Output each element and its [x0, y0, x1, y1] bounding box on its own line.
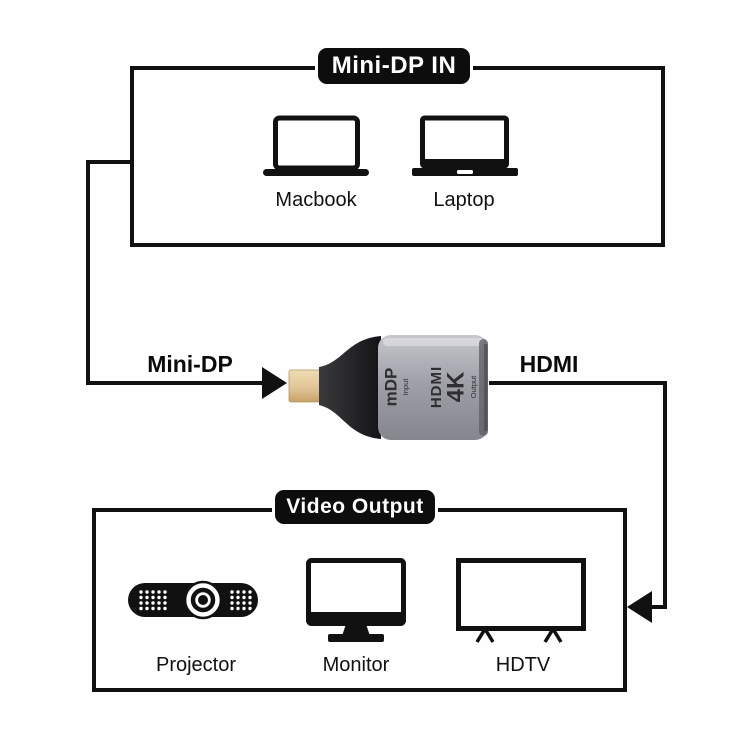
projector-icon — [128, 578, 258, 627]
laptop-label: Laptop — [433, 189, 495, 211]
output-section-badge: Video Output — [272, 487, 438, 527]
connector-line-right-horizontal — [489, 381, 667, 385]
output-badge-label: Video Output — [286, 495, 424, 518]
adapter-hdmi-marking: HDMI — [428, 366, 445, 408]
connector-line-right-vertical — [663, 381, 667, 609]
adapter-input-marking: Input — [401, 378, 410, 396]
connector-line-left-vertical — [86, 160, 90, 385]
minidp-port-label: Mini-DP — [147, 351, 233, 377]
monitor-label: Monitor — [322, 654, 390, 676]
arrowhead-left-icon — [627, 591, 652, 623]
connector-line-left-horizontal — [86, 381, 264, 385]
hdtv-icon — [456, 558, 586, 649]
input-badge-label: Mini-DP IN — [331, 52, 457, 79]
projector-left-vents — [139, 590, 167, 611]
macbook-label: Macbook — [275, 189, 357, 211]
connector-line-top-stub — [86, 160, 134, 164]
adapter-mdp-marking: mDP — [381, 368, 400, 407]
connector-line-bottom-horizontal — [649, 605, 667, 609]
minidp-to-hdmi-adapter-image: mDP Input HDMI 4K Output — [285, 330, 495, 450]
input-section-badge: Mini-DP IN — [315, 45, 473, 87]
monitor-icon — [306, 558, 406, 649]
input-devices-box — [130, 66, 665, 247]
projector-label: Projector — [155, 654, 237, 676]
hdmi-port-label: HDMI — [519, 351, 579, 377]
arrowhead-right-icon — [262, 367, 287, 399]
adapter-4k-marking: 4K — [442, 371, 469, 402]
laptop-icon — [412, 115, 518, 182]
macbook-icon — [263, 115, 369, 182]
hdtv-label: HDTV — [495, 654, 551, 676]
projector-right-vents — [230, 590, 252, 611]
adapter-output-marking: Output — [469, 375, 478, 398]
